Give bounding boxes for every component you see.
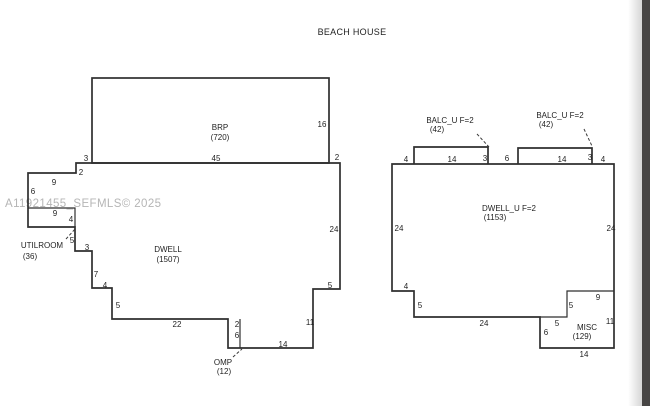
room-area-misc: (129) [573, 332, 592, 341]
dimension-label-11: 7 [94, 270, 99, 279]
dimension-label-0: 3 [84, 154, 89, 163]
dwell-outline [27, 162, 341, 349]
dimension-label-14: 22 [173, 320, 182, 329]
dimension-label-33: 5 [569, 301, 574, 310]
right-building [391, 128, 615, 349]
dimension-label-20: 24 [330, 225, 339, 234]
dimension-label-1: 45 [212, 154, 221, 163]
dimension-label-6: 6 [31, 187, 36, 196]
omp-leader-line [232, 348, 243, 358]
dimension-label-19: 5 [328, 281, 333, 290]
dimension-label-4: 2 [79, 168, 84, 177]
dimension-label-31: 5 [418, 301, 423, 310]
room-area-utilroom: (36) [23, 252, 38, 261]
dimension-label-23: 3 [483, 154, 488, 163]
room-area-omp: (12) [217, 367, 232, 376]
room-name-misc: MISC [577, 323, 597, 332]
dimension-label-32: 24 [480, 319, 489, 328]
room-name-utilroom: UTILROOM [21, 241, 64, 250]
dimension-label-27: 4 [601, 155, 606, 164]
dimension-label-5: 9 [52, 178, 57, 187]
right-edge-fade [628, 0, 642, 406]
utilroom-partition [28, 207, 76, 227]
dimension-label-10: 3 [85, 243, 90, 252]
room-name-dwell-u: DWELL_U F=2 [482, 204, 537, 213]
balc-u-2-outline [517, 147, 593, 164]
dimension-label-37: 11 [606, 317, 615, 326]
right-border-band [642, 0, 650, 406]
balc-u-1-leader-line [476, 133, 490, 148]
dimension-label-17: 14 [279, 340, 288, 349]
page-title: BEACH HOUSE [318, 27, 387, 37]
room-area-dwell: (1507) [156, 255, 179, 264]
watermark: A11921455_SEFMLS© 2025 [5, 198, 161, 210]
dimension-label-29: 24 [607, 224, 616, 233]
dimension-label-26: 3 [588, 153, 593, 162]
misc-partition [540, 290, 614, 318]
dimension-label-35: 5 [555, 319, 560, 328]
dimension-label-28: 24 [395, 224, 404, 233]
dimension-label-24: 6 [505, 154, 510, 163]
dimension-label-25: 14 [558, 155, 567, 164]
room-area-dwell-u: (1153) [484, 213, 507, 222]
room-labels-layer: BRP(720) DWELL(1507) UTILROOM (36) OMP(12) BA… [21, 111, 597, 376]
room-name-balc-u-2: BALC_U F=2 [536, 111, 584, 120]
balc-u-1-outline [413, 146, 489, 164]
room-area-balc-u-2: (42) [539, 120, 554, 129]
room-name-omp: OMP [214, 358, 232, 367]
dimension-label-15: 2 [235, 320, 240, 329]
dimension-label-8: 4 [69, 215, 74, 224]
room-name-dwell: DWELL [154, 245, 182, 254]
balc-u-2-leader-line [583, 128, 593, 147]
utilroom-leader-line [65, 227, 77, 240]
dimension-label-30: 4 [404, 282, 409, 291]
dimension-label-7: 9 [53, 209, 58, 218]
dimension-label-21: 4 [404, 155, 409, 164]
room-name-balc-u-1: BALC_U F=2 [426, 116, 474, 125]
dimension-label-22: 14 [448, 155, 457, 164]
left-building [27, 77, 341, 358]
dimension-label-3: 16 [318, 120, 327, 129]
room-name-brp: BRP [212, 123, 228, 132]
room-area-balc-u-1: (42) [430, 125, 445, 134]
dimension-label-34: 9 [596, 293, 601, 302]
dimension-label-9: 5 [70, 236, 75, 245]
dimension-label-18: 11 [306, 318, 315, 327]
dimension-label-12: 4 [103, 281, 108, 290]
dimension-label-2: 2 [335, 153, 340, 162]
dimension-label-16: 6 [235, 331, 240, 340]
dimension-label-13: 5 [116, 301, 121, 310]
dimension-label-38: 14 [580, 350, 589, 359]
dimension-label-36: 6 [544, 328, 549, 337]
room-area-brp: (720) [211, 133, 230, 142]
